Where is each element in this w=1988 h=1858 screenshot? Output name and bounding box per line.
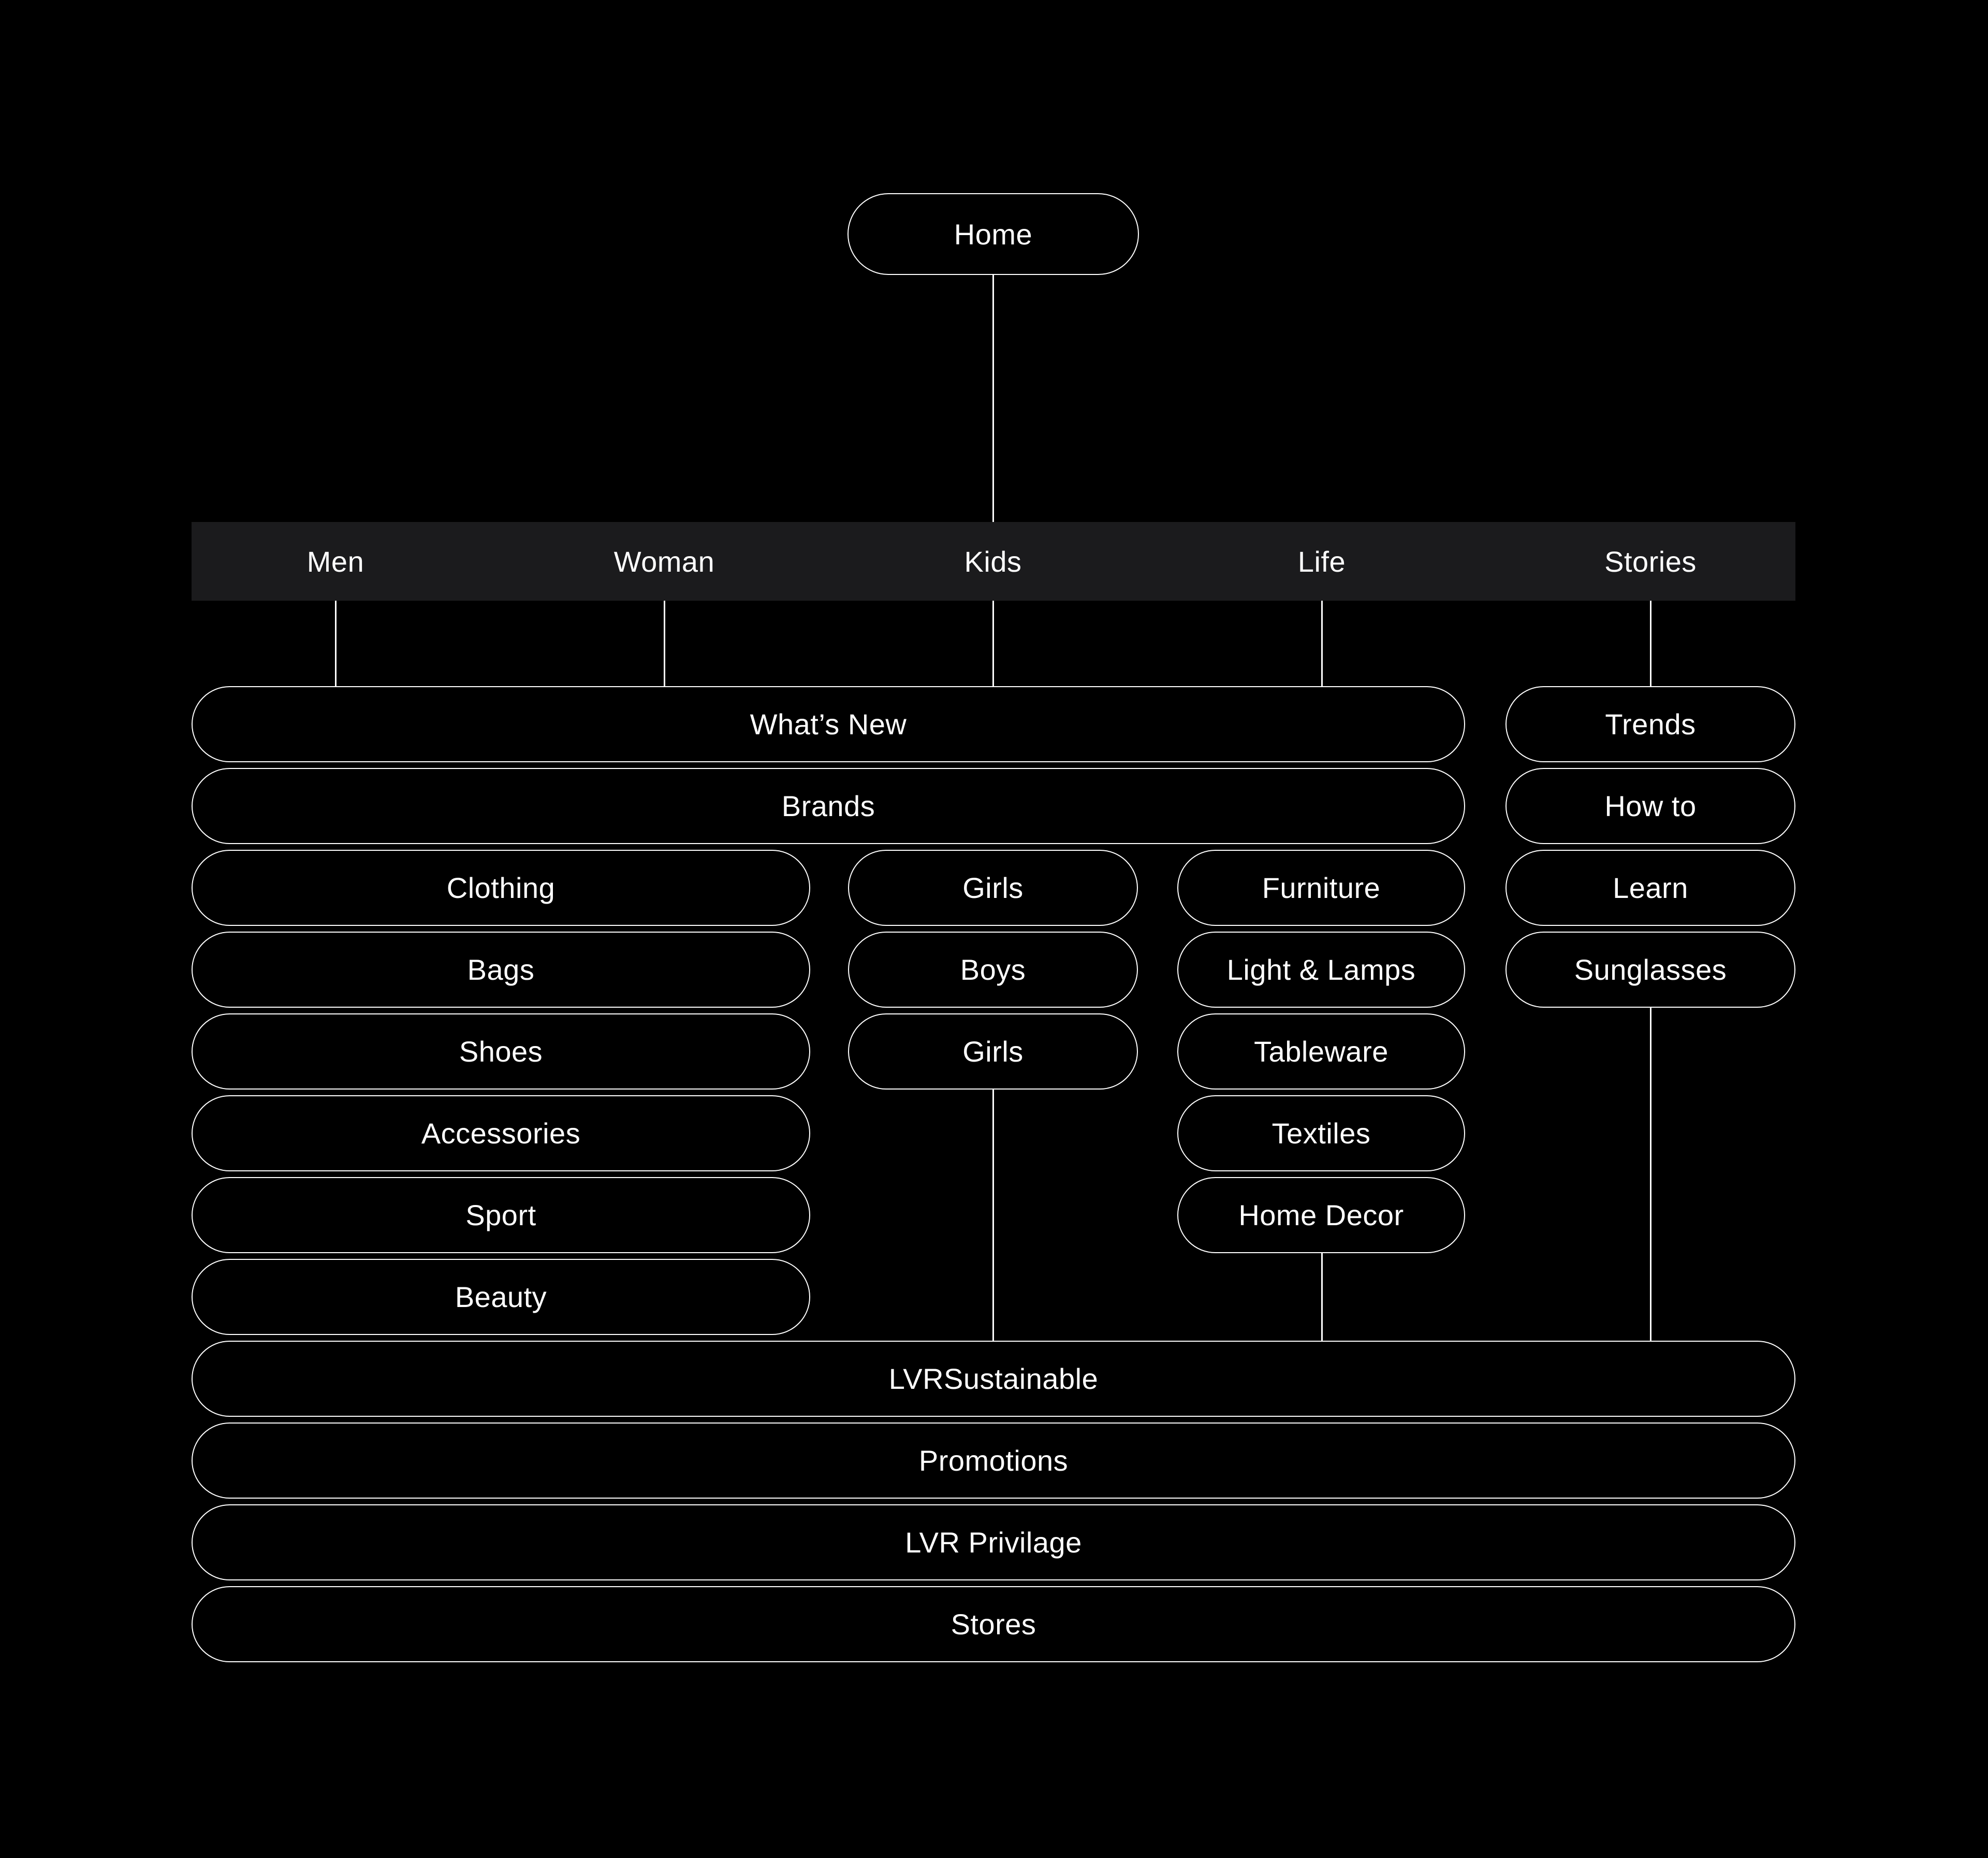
node-tableware[interactable]: Tableware [1177, 1013, 1465, 1090]
node-sport[interactable]: Sport [192, 1177, 810, 1253]
connector-life-footer [1321, 1253, 1323, 1341]
node-learn[interactable]: Learn [1505, 850, 1795, 926]
node-textiles[interactable]: Textiles [1177, 1095, 1465, 1171]
node-home-decor[interactable]: Home Decor [1177, 1177, 1465, 1253]
node-trends[interactable]: Trends [1505, 686, 1795, 762]
node-girls-top[interactable]: Girls [848, 850, 1138, 926]
menu-item-life[interactable]: Life [1297, 545, 1346, 578]
menu-bar: Men Woman Kids Life Stories [192, 522, 1795, 601]
connector-life-down [1321, 601, 1323, 686]
node-lvr-privilage[interactable]: LVR Privilage [192, 1504, 1795, 1580]
node-promotions[interactable]: Promotions [192, 1422, 1795, 1499]
node-lvrsustainable[interactable]: LVRSustainable [192, 1341, 1795, 1417]
node-light-lamps[interactable]: Light & Lamps [1177, 932, 1465, 1008]
connector-kids-down [992, 601, 994, 686]
connector-stories-footer [1650, 1008, 1651, 1341]
menu-item-woman[interactable]: Woman [613, 545, 715, 578]
node-beauty[interactable]: Beauty [192, 1259, 810, 1335]
connector-stories-down [1650, 601, 1651, 686]
node-furniture[interactable]: Furniture [1177, 850, 1465, 926]
menu-item-kids[interactable]: Kids [964, 545, 1022, 578]
menu-item-stories[interactable]: Stories [1604, 545, 1697, 578]
node-shoes[interactable]: Shoes [192, 1013, 810, 1090]
node-girls-bottom[interactable]: Girls [848, 1013, 1138, 1090]
connector-woman-down [664, 601, 665, 686]
node-clothing[interactable]: Clothing [192, 850, 810, 926]
node-home[interactable]: Home [847, 193, 1139, 275]
node-boys[interactable]: Boys [848, 932, 1138, 1008]
node-how-to[interactable]: How to [1505, 768, 1795, 844]
node-stores[interactable]: Stores [192, 1586, 1795, 1662]
menu-item-men[interactable]: Men [306, 545, 364, 578]
connector-kids-footer [992, 1090, 994, 1341]
connector-men-down [335, 601, 337, 686]
node-bags[interactable]: Bags [192, 932, 810, 1008]
node-accessories[interactable]: Accessories [192, 1095, 810, 1171]
node-brands[interactable]: Brands [192, 768, 1465, 844]
node-whats-new[interactable]: What’s New [192, 686, 1465, 762]
node-sunglasses[interactable]: Sunglasses [1505, 932, 1795, 1008]
connector-home-menu [992, 275, 994, 522]
